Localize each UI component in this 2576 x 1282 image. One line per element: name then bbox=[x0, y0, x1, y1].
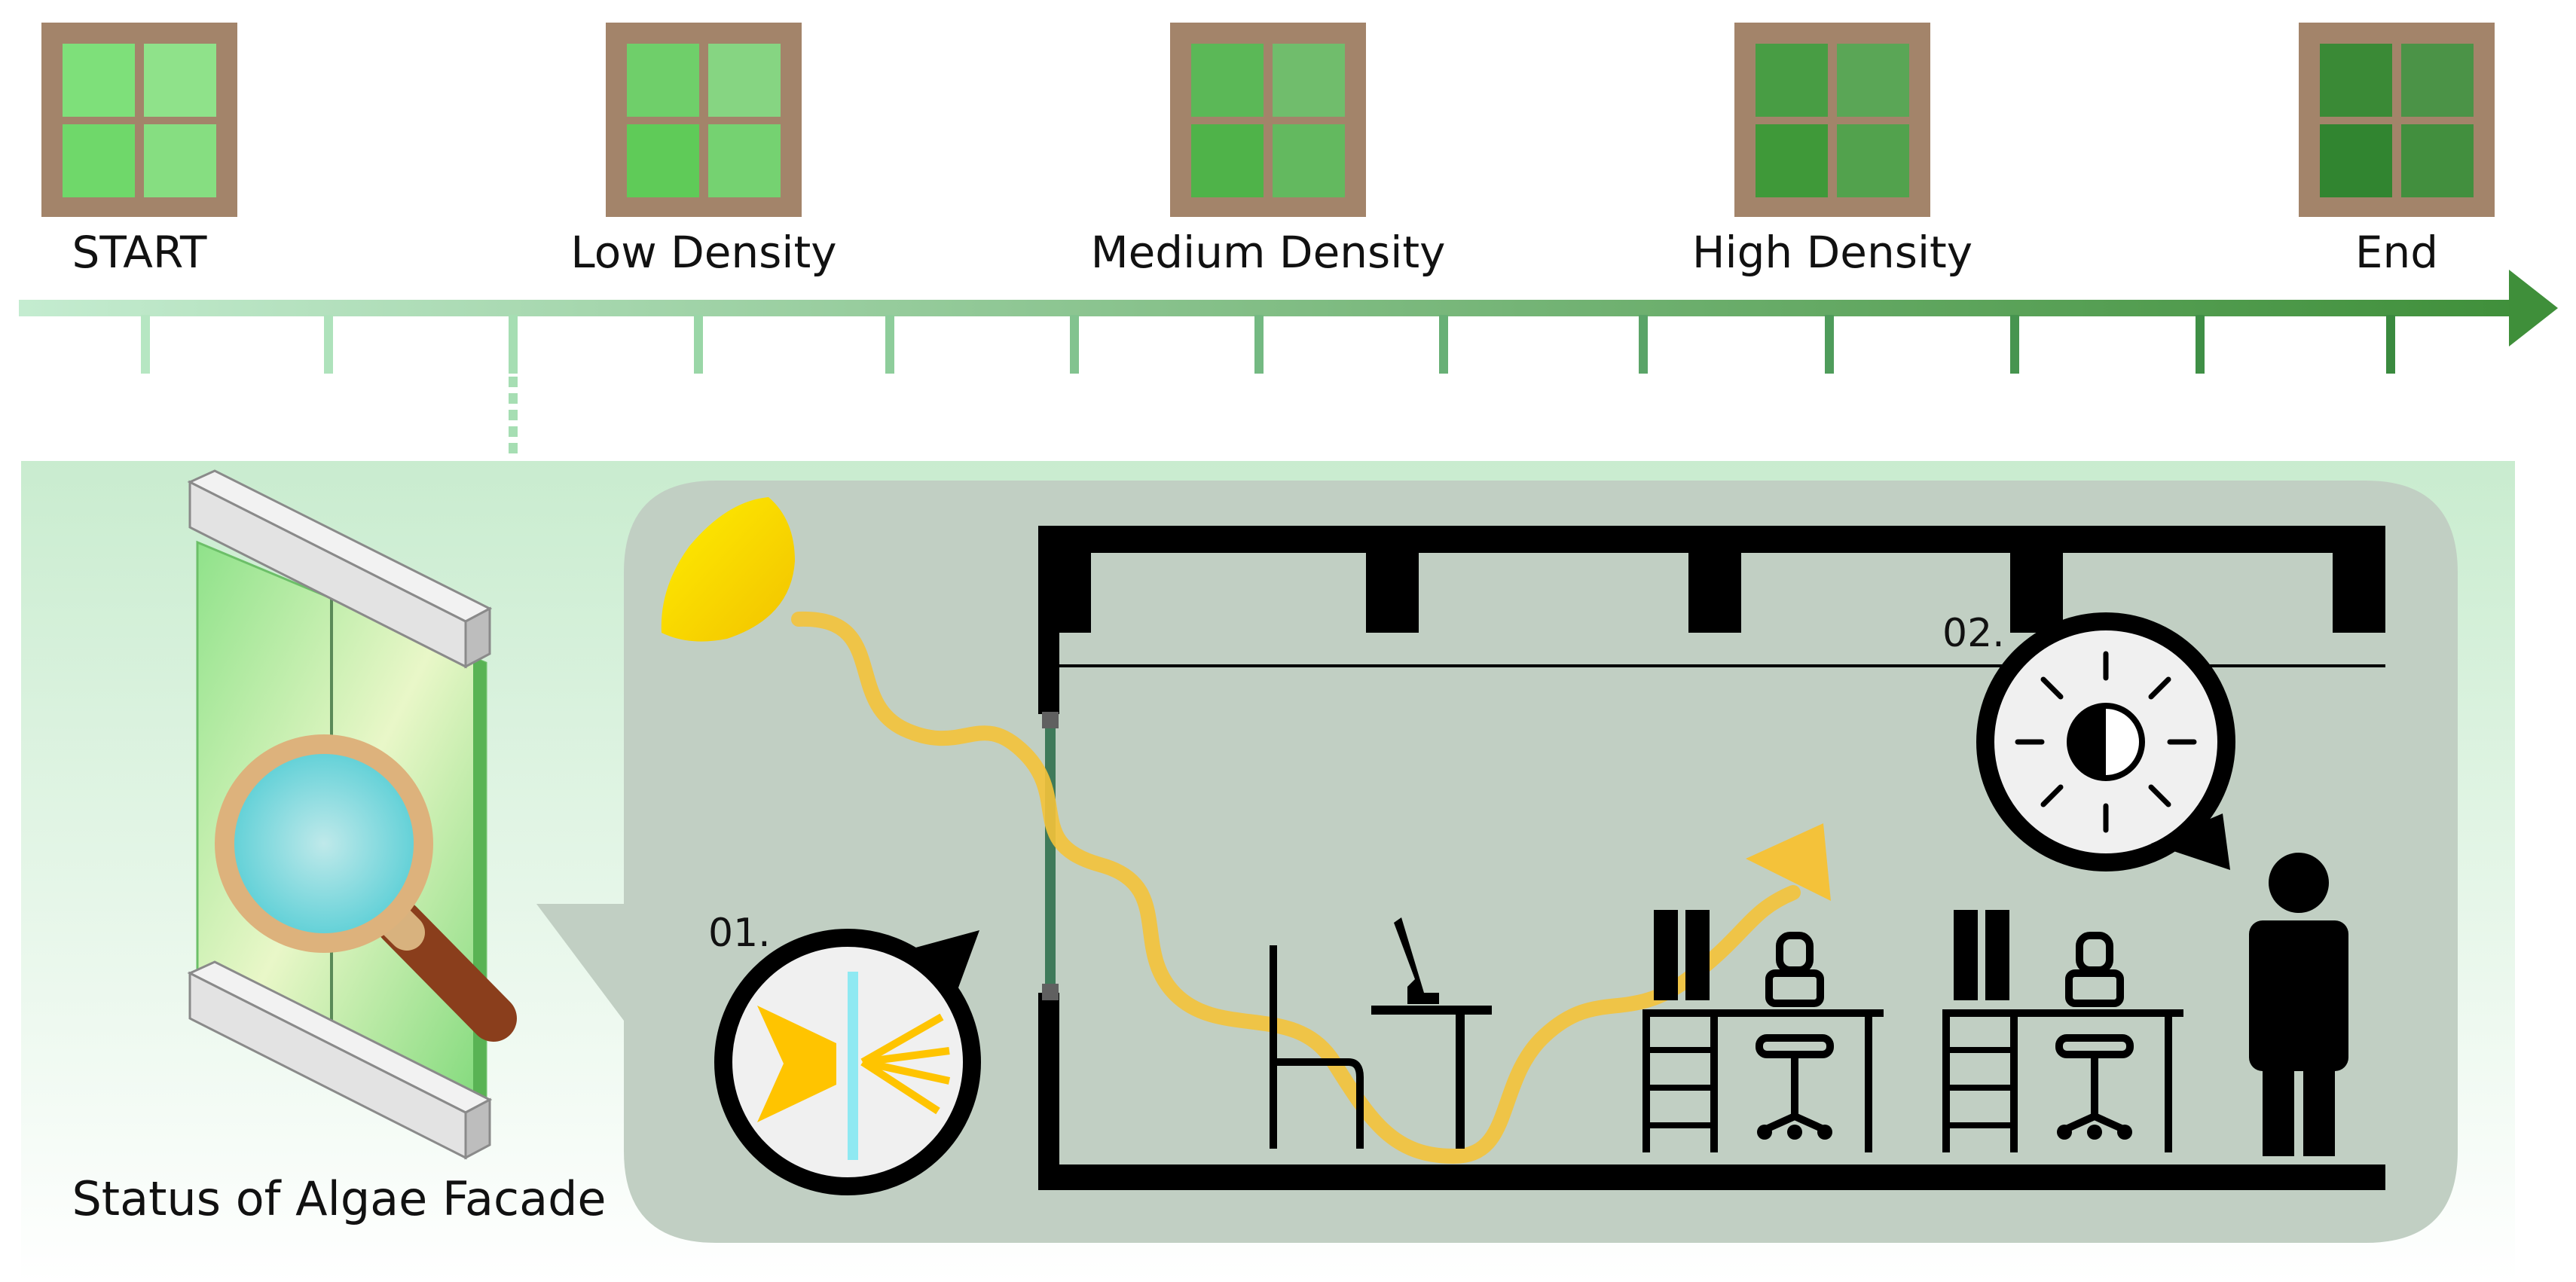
callout-number-01: 01. bbox=[708, 911, 771, 956]
workstation-icon bbox=[1642, 910, 1884, 1152]
person-icon bbox=[2249, 853, 2348, 1156]
stage-window-end bbox=[2299, 23, 2495, 217]
timeline-ticks bbox=[141, 315, 2395, 374]
callout-number-02: 02. bbox=[1942, 611, 2005, 656]
light-refraction-icon bbox=[714, 929, 981, 1195]
magnifier-icon bbox=[215, 734, 517, 1042]
stage-window-low-density bbox=[606, 23, 802, 217]
facade-caption: Status of Algae Facade bbox=[72, 1171, 606, 1226]
stage-label-high-density: High Density bbox=[1692, 227, 1972, 278]
stage-label-start: START bbox=[72, 227, 207, 278]
timeline-arrow-head bbox=[2509, 270, 2558, 346]
stage-window-start bbox=[41, 23, 237, 217]
stage-windows bbox=[41, 23, 2495, 217]
stage-window-high-density bbox=[1734, 23, 1930, 217]
stage-label-end: End bbox=[2355, 227, 2438, 278]
workstation-icon bbox=[1942, 910, 2183, 1152]
desk-icon bbox=[1371, 917, 1492, 1149]
sun-icon bbox=[661, 497, 795, 642]
brightness-icon bbox=[1976, 612, 2235, 871]
stage-label-medium-density: Medium Density bbox=[1091, 227, 1446, 278]
stage-window-medium-density bbox=[1170, 23, 1366, 217]
building-section bbox=[1038, 526, 2385, 1190]
timeline-current-marker bbox=[509, 377, 518, 453]
light-path-arrow-icon bbox=[791, 611, 1831, 1164]
timeline-axis bbox=[19, 270, 2558, 453]
chair-icon bbox=[1270, 945, 1364, 1149]
stage-label-low-density: Low Density bbox=[570, 227, 836, 278]
